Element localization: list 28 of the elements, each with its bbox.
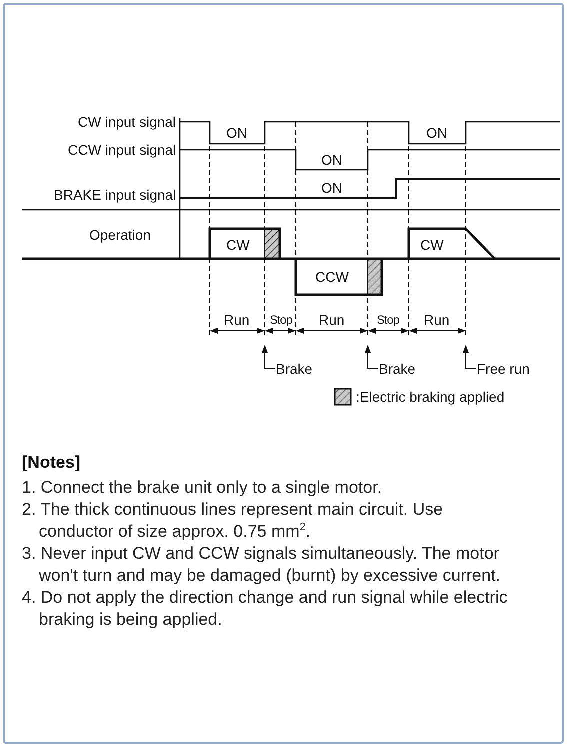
note-text: 3. Never input CW and CCW signals simultaneously. The motor won't turn and may be damaged (burnt) by excessive current. — [22, 543, 502, 587]
callout-label: Brake — [276, 361, 313, 377]
interval-label: Stop — [377, 312, 400, 328]
signal-state-label: ON — [322, 152, 342, 168]
leader-arrow — [463, 345, 476, 370]
operation-label: CW — [420, 237, 444, 253]
interval-label: Run — [224, 312, 250, 328]
row-label: CCW input signal — [68, 142, 176, 158]
legend-label: :Electric braking applied — [356, 389, 505, 405]
interval-label: Run — [424, 312, 450, 328]
interval-label: Run — [319, 312, 345, 328]
leader-arrow — [262, 345, 276, 370]
row-label: BRAKE input signal — [54, 187, 176, 203]
callout-label: Brake — [379, 361, 416, 377]
row-label: Operation — [90, 227, 151, 243]
notes-heading: [Notes] — [22, 453, 81, 473]
operation-label: CCW — [316, 269, 349, 285]
signal-state-label: ON — [322, 180, 342, 196]
note-text: 2. The thick continuous lines represent main circuit. Use conductor of size approx. 0.75 mm$^{2}$. — [22, 499, 444, 543]
row-label: CW input signal — [78, 114, 176, 130]
operation-label: CW — [226, 237, 250, 253]
note-text: 4. Do not apply the direction change and run signal while electric braking is being applied. — [22, 587, 509, 631]
signal-state-label: ON — [426, 125, 448, 141]
signal-state-label: ON — [226, 125, 248, 141]
leader-arrow — [365, 345, 378, 370]
interval-label: Stop — [270, 312, 292, 328]
note-text: 1. Connect the brake unit only to a single motor. — [22, 477, 384, 499]
callout-label: Free run — [477, 361, 530, 377]
